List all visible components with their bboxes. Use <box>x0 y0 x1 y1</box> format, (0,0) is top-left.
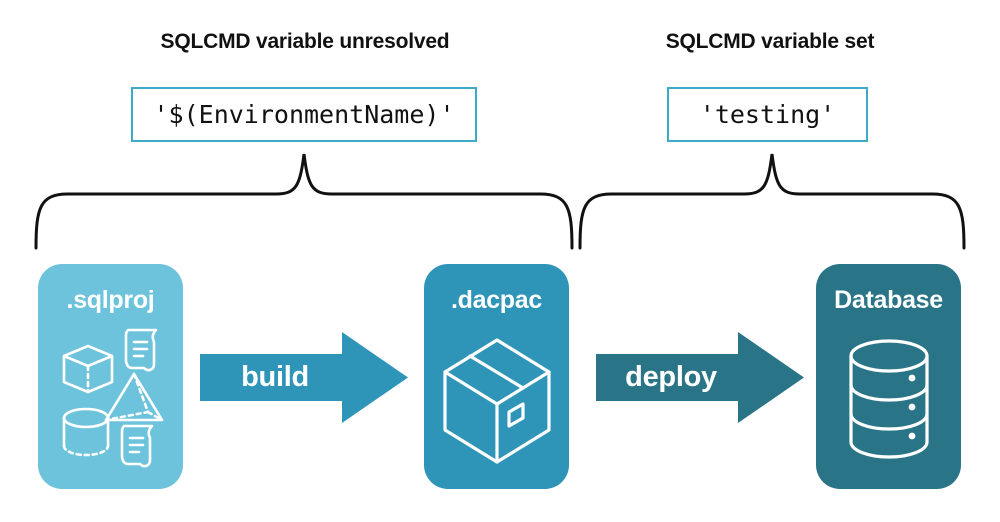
brace-right <box>572 150 972 250</box>
cube-icon <box>62 344 114 393</box>
cylinder-icon <box>62 407 110 456</box>
node-dacpac-title: .dacpac <box>450 286 542 314</box>
code-box-unresolved: '$(EnvironmentName)' <box>131 87 477 142</box>
pyramid-icon <box>104 372 164 421</box>
script-scroll-icon <box>120 424 154 467</box>
arrow-build-shape <box>200 332 408 423</box>
annotation-label-unresolved: SQLCMD variable unresolved <box>160 30 450 53</box>
node-dacpac: .dacpac <box>424 264 569 489</box>
brace-left <box>28 150 580 250</box>
script-scroll-icon <box>124 328 158 371</box>
code-box-set: 'testing' <box>667 87 868 142</box>
arrow-deploy: deploy <box>596 330 806 425</box>
arrow-deploy-shape <box>596 332 804 423</box>
database-cylinder-icon <box>816 316 961 483</box>
node-sqlproj: .sqlproj <box>38 264 183 489</box>
project-objects-icon <box>38 316 183 483</box>
annotation-label-set: SQLCMD variable set <box>665 30 875 53</box>
node-database-title: Database <box>834 286 943 314</box>
node-database: Database <box>816 264 961 489</box>
arrow-build: build <box>200 330 410 425</box>
node-sqlproj-title: .sqlproj <box>66 286 155 314</box>
package-box-icon <box>424 316 569 483</box>
